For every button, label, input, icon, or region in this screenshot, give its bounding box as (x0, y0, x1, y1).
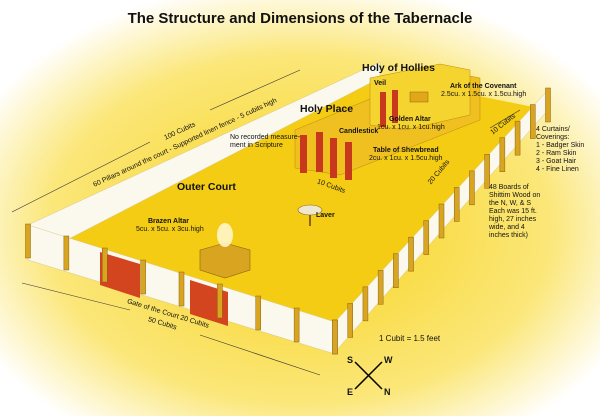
label-candlestick: Candlestick (339, 128, 379, 135)
curtains-line: Coverings: (536, 134, 570, 141)
fence-pillar (545, 87, 551, 123)
boards-line: 48 Boards of (489, 184, 529, 191)
fence-pillar (408, 236, 414, 272)
label-laver: Laver (316, 212, 335, 219)
fence-pillar (453, 187, 460, 222)
fence-pillar (102, 247, 108, 283)
label-ark-dims: 2.5cu. x 1.5cu. x 1.5cu.high (441, 91, 527, 98)
compass-west: W (384, 355, 393, 365)
fence-pillar (377, 270, 384, 305)
label-table-shewbread: Table of Shewbread (373, 147, 439, 154)
fence-pillar (438, 203, 445, 239)
label-table-dims: 2cu. x 1cu. x 1.5cu.high (369, 155, 443, 162)
label-brazen-altar: Brazen Altar (148, 218, 189, 225)
fence-pillar (393, 253, 399, 288)
fence-pillar (362, 286, 369, 322)
boards-line: Each was 15 ft. (489, 208, 537, 215)
ark (409, 91, 429, 103)
fence-pillar (347, 303, 353, 338)
gate-curtain-left (100, 252, 140, 298)
fence-pillar (217, 283, 223, 319)
curtains-line: 4 Curtains/ (536, 126, 570, 133)
curtains-line: 3 - Goat Hair (536, 158, 577, 165)
page-title: The Structure and Dimensions of the Tabe… (127, 10, 473, 27)
fence-pillar (255, 295, 261, 331)
curtains-line: 2 - Ram Skin (536, 150, 577, 157)
label-scale: 1 Cubit = 1.5 feet (379, 334, 441, 343)
fence-pillar (530, 104, 536, 139)
boards-line: the N, W, & S (489, 200, 532, 207)
curtains-line: 4 - Fine Linen (536, 166, 579, 173)
label-no-record-1: No recorded measure- (230, 134, 301, 141)
label-holy-place: Holy Place (300, 103, 354, 115)
label-no-record-2: ment in Scripture (230, 142, 283, 149)
curtains-note: 4 Curtains/ Coverings: 1 - Badger Skin 2… (536, 126, 584, 174)
fence-pillar (423, 220, 430, 255)
boards-note: 48 Boards of Shittim Wood on the N, W, &… (489, 184, 540, 240)
boards-line: inches thick) (489, 232, 528, 239)
label-veil: Veil (374, 80, 387, 87)
boards-line: high, 27 inches (489, 216, 537, 223)
fence-pillar (469, 170, 475, 206)
fence-pillar (484, 154, 490, 189)
fence-pillar (332, 319, 338, 355)
fence-pillar (178, 271, 185, 307)
label-outer-court: Outer Court (177, 181, 236, 193)
compass-south: S (347, 355, 354, 365)
label-brazen-altar-dims: 5cu. x 5cu. x 3cu.high (136, 226, 204, 233)
fence-pillar (514, 120, 521, 156)
fence-pillar (293, 307, 300, 343)
fence-pillar (25, 223, 31, 259)
label-golden-altar-dims: 1cu. x 1cu. x 1cu.high (377, 124, 445, 131)
label-golden-altar: Golden Altar (389, 116, 431, 123)
compass-east: E (347, 387, 354, 397)
altar-fire (217, 223, 233, 247)
compass-rose-icon (354, 361, 383, 390)
label-holy-of-hollies: Holy of Hollies (362, 62, 435, 74)
fence-pillar (63, 235, 70, 271)
fence-pillar (140, 259, 146, 295)
holy-place-curtains (300, 90, 398, 180)
curtains-line: 1 - Badger Skin (536, 142, 585, 149)
boards-line: wide, and 4 (489, 224, 525, 231)
label-ark: Ark of the Covenant (450, 83, 517, 90)
fence-pillar (499, 137, 506, 172)
boards-line: Shittim Wood on (489, 192, 541, 199)
dimension-lines (11, 69, 521, 376)
compass-north: N (384, 387, 391, 397)
